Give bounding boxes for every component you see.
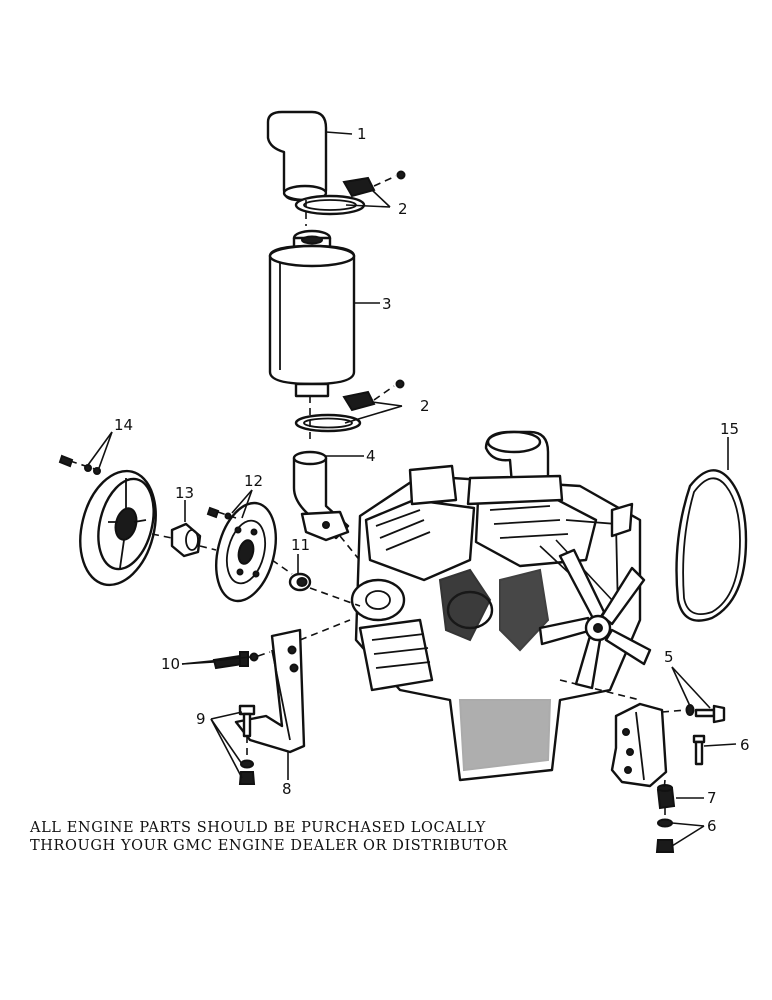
- bushing: [288, 554, 361, 607]
- washer-nut-right: [655, 808, 705, 853]
- callout-11: 11: [291, 536, 310, 554]
- muffler: [268, 229, 380, 398]
- callout-5: 5: [664, 648, 674, 666]
- callout-7: 7: [707, 789, 717, 807]
- callout-15: 15: [720, 420, 739, 438]
- callout-labels: 1 2 3 2 4 14 13 12 11 15 10 9 8 5 6 7 6: [114, 125, 750, 835]
- drive-plate: [206, 489, 293, 603]
- fan-belt: [675, 437, 748, 622]
- callout-10: 10: [161, 655, 180, 673]
- callout-1: 1: [357, 125, 367, 143]
- engine-assembly: [350, 430, 652, 782]
- callout-2-upper: 2: [398, 200, 408, 218]
- callout-3: 3: [382, 295, 392, 313]
- mount-bolts-right: [661, 666, 726, 724]
- right-mounting-bracket: [559, 679, 668, 788]
- rubber-mount: [656, 779, 704, 810]
- upper-exhaust-clamp: [294, 170, 406, 226]
- callout-13: 13: [175, 484, 194, 502]
- callout-2-lower: 2: [420, 397, 430, 415]
- callout-12: 12: [244, 472, 263, 490]
- callout-4: 4: [366, 447, 376, 465]
- exhaust-elbow-cap: [266, 110, 353, 202]
- mount-bolt-right: [692, 734, 737, 766]
- callout-6-lower: 6: [707, 817, 717, 835]
- mount-bolt-set-left: [210, 704, 256, 785]
- callout-8: 8: [282, 780, 292, 798]
- hub-spacer: [170, 500, 217, 558]
- fan: [538, 548, 652, 690]
- left-mounting-bracket: [234, 619, 351, 780]
- exhaust-flange-elbow: [292, 450, 367, 569]
- note-line-1: ALL ENGINE PARTS SHOULD BE PURCHASED LOC…: [30, 820, 486, 836]
- note-line-2: THROUGH YOUR GMC ENGINE DEALER OR DISTRI…: [30, 838, 508, 854]
- flywheel-pulley: [58, 431, 173, 587]
- callout-9: 9: [196, 710, 206, 728]
- purchase-note: ALL ENGINE PARTS SHOULD BE PURCHASED LOC…: [30, 819, 508, 855]
- callout-14: 14: [114, 416, 133, 434]
- callout-6-upper: 6: [740, 736, 750, 754]
- lower-exhaust-clamp: [294, 379, 405, 442]
- bracket-bolts: [181, 651, 271, 670]
